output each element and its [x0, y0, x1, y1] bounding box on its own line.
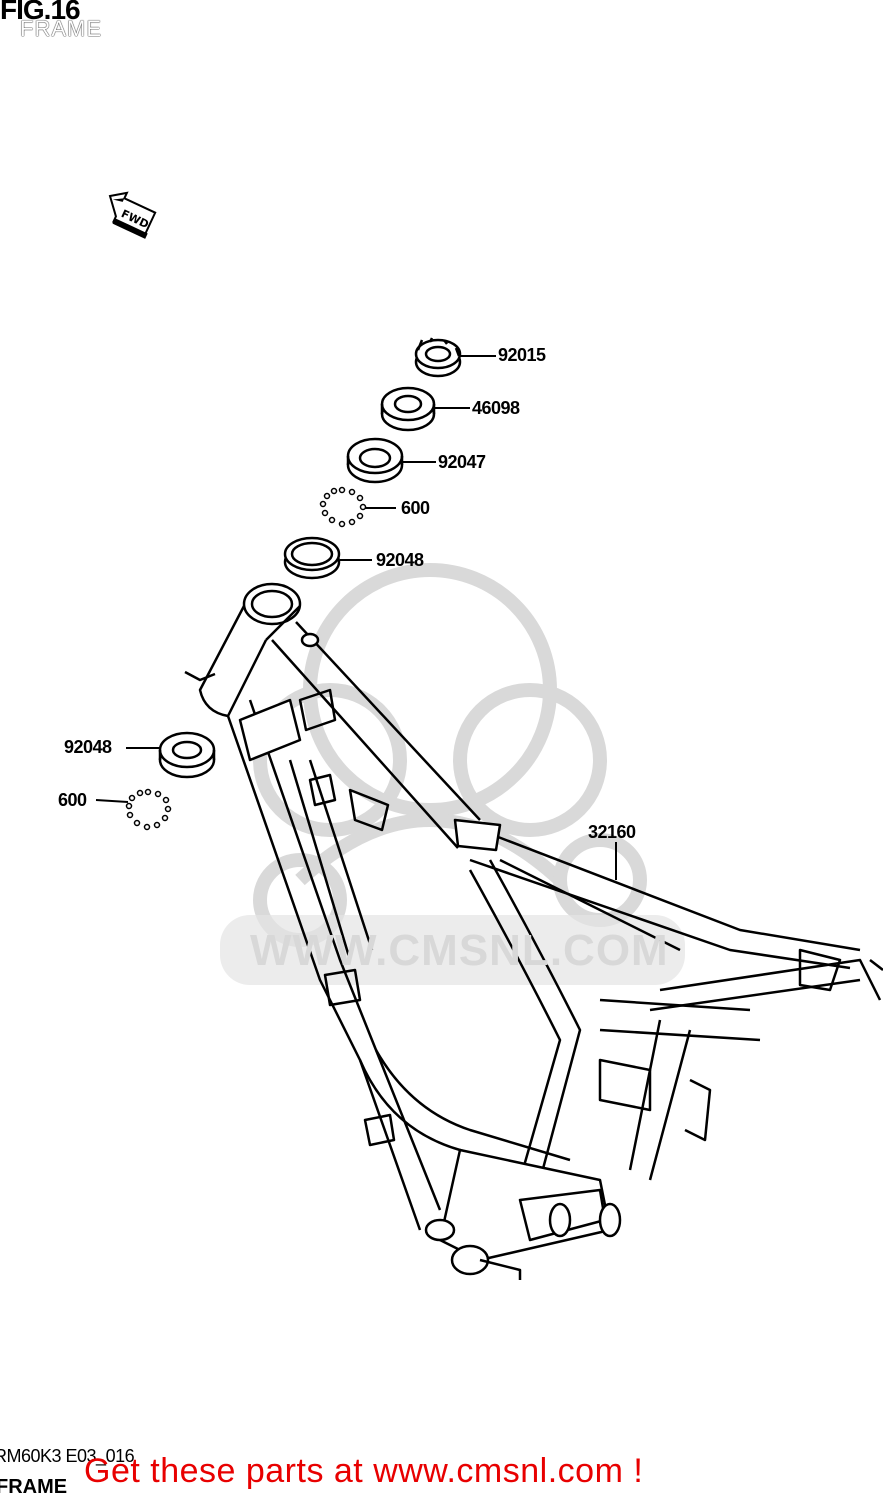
- part-92048-upper-race: [283, 536, 341, 580]
- part-92015-nut: [414, 337, 462, 378]
- part-number-600-lower[interactable]: 600: [58, 790, 87, 810]
- promo-link[interactable]: Get these parts at www.cmsnl.com !: [84, 1452, 644, 1490]
- watermark-banner: [220, 915, 685, 985]
- part-600-balls-upper: [319, 486, 367, 528]
- part-92048-lower-race: [158, 731, 216, 779]
- part-number-92047[interactable]: 92047: [438, 452, 486, 472]
- figure-number: FIG.16: [0, 0, 81, 25]
- leader-600-lower: [95, 799, 129, 803]
- part-number-92048-upper[interactable]: 92048: [376, 550, 424, 570]
- part-number-600-upper[interactable]: 600: [401, 498, 430, 518]
- part-number-92048-lower[interactable]: 92048: [64, 737, 112, 757]
- figure-title: FRAME: [20, 16, 102, 41]
- drawing-code: RM60K3 E03_016: [0, 1446, 135, 1466]
- part-number-46098[interactable]: 46098: [472, 398, 520, 418]
- fwd-arrow-icon: FWD: [108, 191, 157, 239]
- watermark-text: WWW.CMSNL.COM: [250, 926, 669, 975]
- drawing-name: FRAME: [0, 1476, 68, 1498]
- part-number-32160[interactable]: 32160: [588, 822, 636, 842]
- part-46098-cone: [380, 386, 436, 432]
- part-32160-frame: [184, 582, 883, 1280]
- part-600-balls-lower: [125, 788, 172, 831]
- watermark-logo: [253, 563, 647, 947]
- part-number-92015[interactable]: 92015: [498, 345, 546, 365]
- part-92047-race: [346, 437, 404, 484]
